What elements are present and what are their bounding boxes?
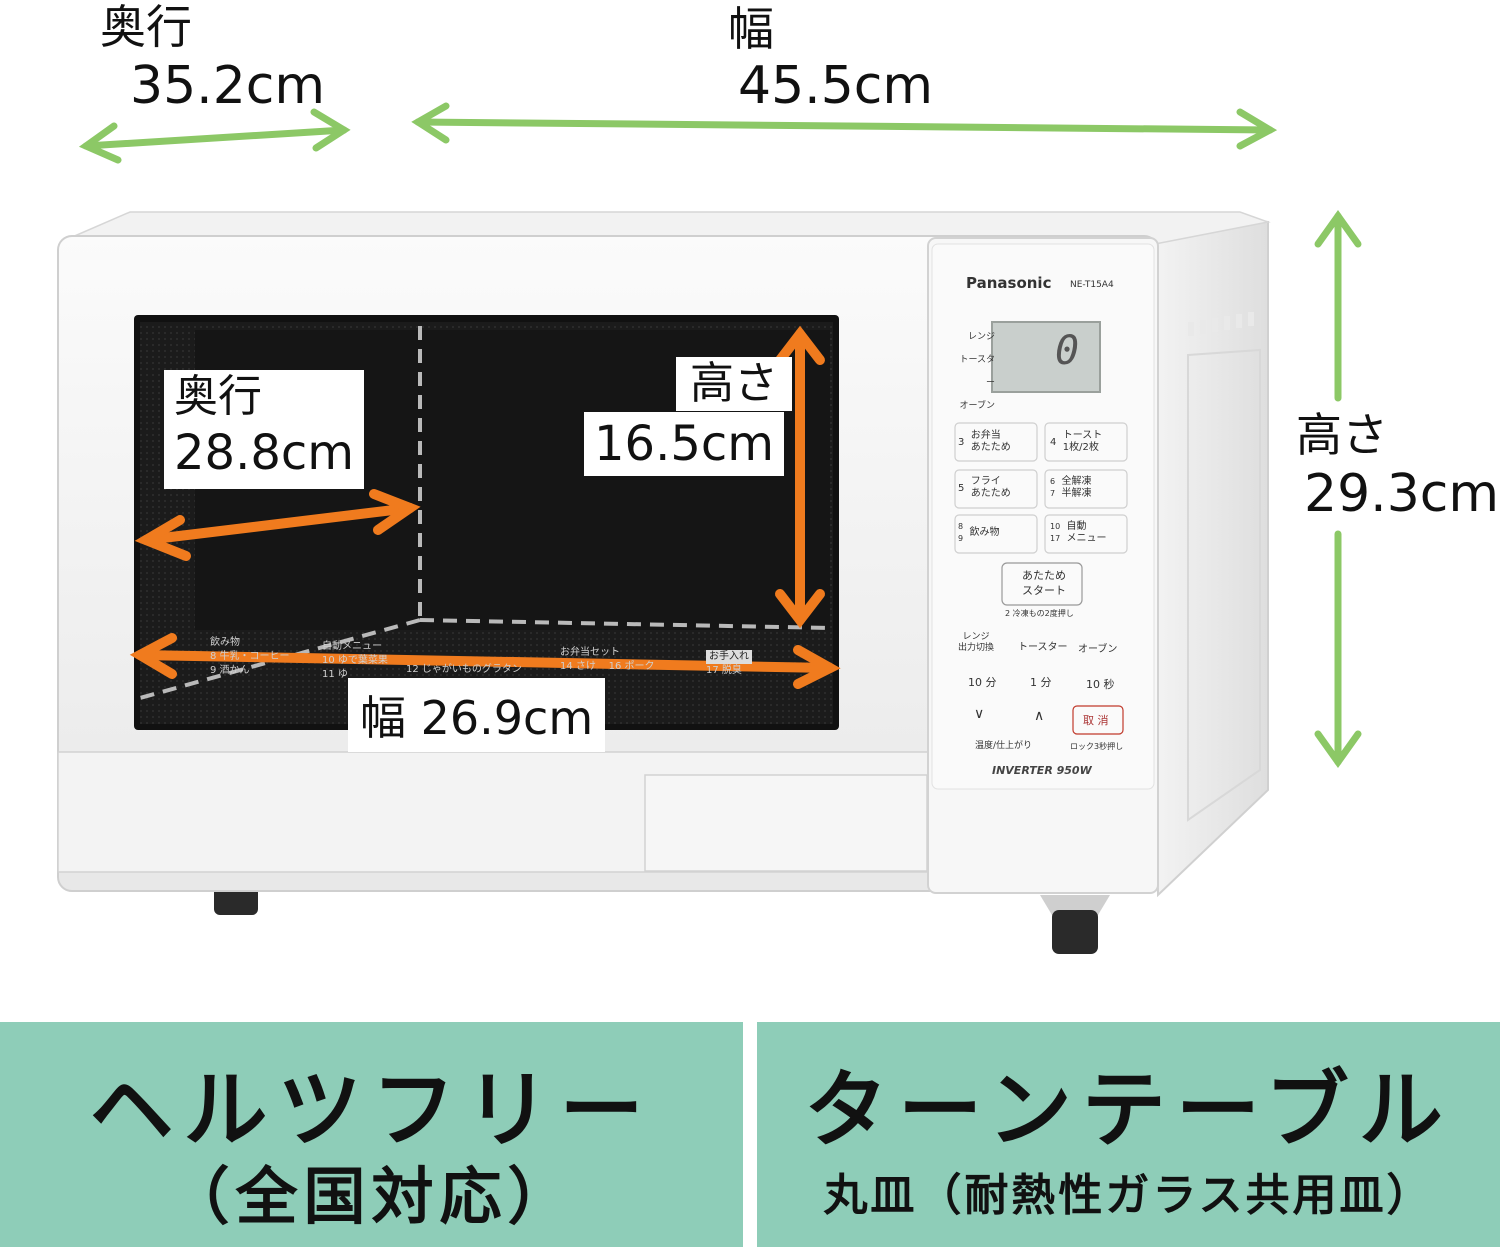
key-auto-menu[interactable]: 10 17 自動 メニュー [1050, 521, 1130, 545]
door-menu-heading: 自動メニュー [322, 641, 382, 652]
door-menu-item: 10 ゆで葉菜果 [322, 655, 388, 666]
inner-width-label: 幅 [360, 691, 406, 745]
oven-button[interactable]: オーブン [1078, 644, 1118, 655]
key-toast[interactable]: 4 トースト 1枚/2枚 [1050, 430, 1130, 454]
inner-depth-value: 28.8cm [174, 425, 355, 482]
cancel-button[interactable]: 取 消 [1083, 714, 1109, 727]
outer-width-label: 幅 [728, 2, 774, 56]
mode-labels: レンジ トースター オーブン [955, 326, 995, 418]
temp-label: 温度/仕上がり [975, 741, 1033, 751]
door-menu-auto: 自動メニュー 10 ゆで葉菜果 11 ゆ [322, 640, 388, 682]
key-label: トースト 1枚/2枚 [1062, 430, 1103, 453]
side-vents [1188, 312, 1254, 336]
down-button[interactable]: ∨ [974, 706, 985, 722]
ten-second-button[interactable]: 10 秒 [1086, 678, 1115, 691]
door-menu-gratin: 12 じゃがいものグラタン [406, 664, 522, 675]
start-button-label: あたため スタート [1022, 569, 1066, 597]
up-button[interactable]: ∧ [1034, 708, 1045, 724]
key-num: 10 17 [1050, 522, 1061, 543]
brand-logo: Panasonic [966, 274, 1052, 292]
feature-title: ターンテーブル [804, 1061, 1453, 1159]
feature-turntable: ターンテーブル 丸皿（耐熱性ガラス共用皿） [757, 1022, 1500, 1247]
model-number: NE-T15A4 [1070, 280, 1114, 290]
feature-title: ヘルツフリー [89, 1061, 654, 1159]
key-num: 8 9 [958, 522, 964, 543]
key-num: 3 [958, 437, 965, 448]
outer-depth-label: 奥行 [100, 0, 192, 54]
door-menu-item-pork: 16 ポーク [608, 661, 655, 672]
mode-label-range: レンジ [967, 332, 995, 342]
door-menu-care: お手入れ 17 脱臭 [706, 650, 752, 678]
door-menu-item: 17 脱臭 [706, 665, 742, 676]
key-num: 4 [1050, 437, 1057, 448]
key-label: 全解凍 半解凍 [1061, 476, 1092, 499]
inner-height-label-box: 高さ [676, 357, 792, 412]
door-menu-drinks: 飲み物 8 牛乳・コーヒー 9 酒かん [210, 636, 290, 678]
key-fry[interactable]: 5 フライ あたため [958, 476, 1038, 500]
inverter-badge: INVERTER 950W [992, 764, 1092, 777]
key-drinks[interactable]: 8 9 飲み物 [958, 521, 1038, 545]
lock-label: ロック3秒押し [1070, 742, 1124, 751]
start-button[interactable]: あたため スタート [1008, 568, 1080, 598]
door-menu-item: 14 さけ 16 ポーク [560, 660, 655, 674]
key-num: 6 7 [1050, 477, 1056, 498]
door-menu-item: 9 酒かん [210, 665, 250, 676]
outer-dimension-arrows [78, 102, 1362, 769]
key-label: 自動 メニュー [1066, 521, 1107, 544]
inner-height-value: 16.5cm [584, 412, 785, 476]
feature-hertz-free: ヘルツフリー （全国対応） [0, 1022, 743, 1247]
outer-depth-value: 35.2cm [130, 56, 326, 116]
feature-subtitle: 丸皿（耐熱性ガラス共用皿） [823, 1170, 1434, 1221]
lcd-display: 0 [1055, 328, 1080, 374]
key-outlines [954, 422, 1128, 735]
key-label: フライ あたため [970, 476, 1011, 499]
key-defrost[interactable]: 6 7 全解凍 半解凍 [1050, 476, 1130, 500]
outer-height-label: 高さ [1296, 408, 1388, 462]
door-menu-heading: 飲み物 [210, 637, 240, 648]
range-output-button[interactable]: レンジ 出力切換 [958, 632, 995, 653]
key-bento[interactable]: 3 お弁当 あたため [958, 430, 1038, 454]
mode-label-toaster: トースター [959, 355, 995, 388]
toaster-button[interactable]: トースター [1018, 642, 1068, 653]
inner-height-label: 高さ [690, 358, 778, 409]
inner-dimension-arrows [129, 325, 841, 689]
key-label: お弁当 あたため [970, 430, 1011, 453]
door-menu-heading: お弁当セット [560, 647, 620, 658]
door-menu-item: 11 ゆ [322, 669, 348, 680]
door-menu-item-salmon: 14 さけ [560, 661, 596, 672]
key-label: 飲み物 [969, 527, 1000, 538]
door-menu-heading: お手入れ [706, 650, 752, 664]
feature-subtitle: （全国対応） [167, 1160, 576, 1233]
outer-height-value: 29.3cm [1304, 464, 1500, 524]
inner-depth-box: 奥行 28.8cm [164, 370, 365, 489]
ten-minute-button[interactable]: 10 分 [968, 676, 997, 689]
microwave-illustration [57, 102, 1362, 954]
inner-depth-label: 奥行 [174, 371, 262, 422]
door-menu-item: 8 牛乳・コーヒー [210, 651, 290, 662]
door-menu-bento: お弁当セット 14 さけ 16 ポーク [560, 646, 655, 674]
one-minute-button[interactable]: 1 分 [1030, 676, 1052, 689]
mode-label-oven: オーブン [959, 401, 995, 411]
inner-width-box: 幅 26.9cm [348, 678, 606, 752]
key-num: 5 [958, 483, 965, 494]
start-note: 2 冷凍もの2度押し [1005, 609, 1074, 618]
inner-width-value: 26.9cm [420, 691, 594, 745]
outer-width-value: 45.5cm [738, 56, 934, 116]
